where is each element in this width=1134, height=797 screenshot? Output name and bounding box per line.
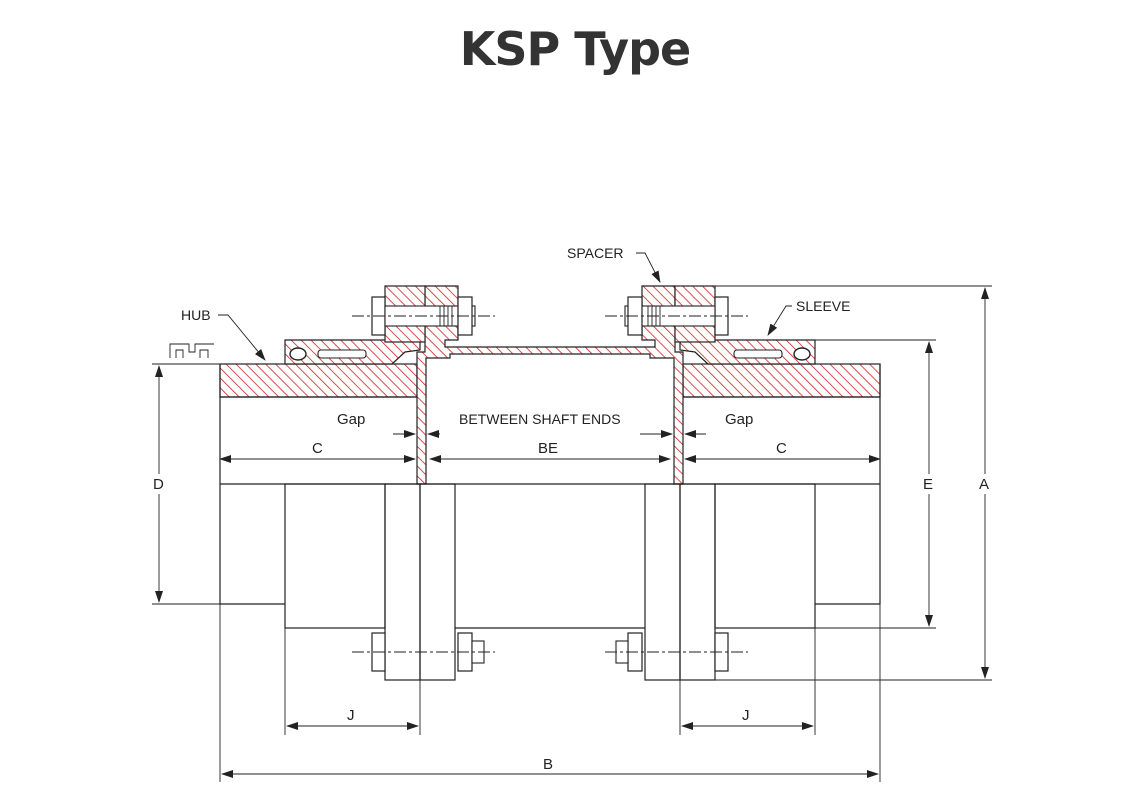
label-e: E	[923, 476, 933, 493]
label-hub: HUB	[181, 307, 211, 323]
bottom-left-bolt	[352, 632, 495, 672]
left-seal	[289, 347, 307, 361]
label-b: B	[543, 756, 553, 773]
label-gap-left: Gap	[337, 411, 365, 428]
top-right-bolt	[605, 296, 748, 336]
label-c-left: C	[312, 440, 323, 457]
label-between-shaft-ends: BETWEEN SHAFT ENDS	[459, 411, 621, 427]
left-hub-section	[219, 363, 418, 398]
label-j-right: J	[742, 707, 750, 724]
page-title: KSP Type	[459, 22, 692, 76]
right-hub-section	[682, 363, 881, 398]
label-a: A	[979, 476, 989, 493]
label-be: BE	[538, 440, 558, 457]
label-d: D	[153, 476, 164, 493]
label-j-left: J	[347, 707, 355, 724]
label-sleeve: SLEEVE	[796, 298, 850, 314]
label-c-right: C	[776, 440, 787, 457]
right-seal	[793, 347, 811, 361]
top-left-bolt	[352, 296, 495, 336]
label-gap-right: Gap	[725, 411, 753, 428]
bottom-right-bolt	[605, 632, 748, 672]
label-spacer: SPACER	[567, 245, 624, 261]
coupling-symbol-icon	[169, 343, 214, 358]
